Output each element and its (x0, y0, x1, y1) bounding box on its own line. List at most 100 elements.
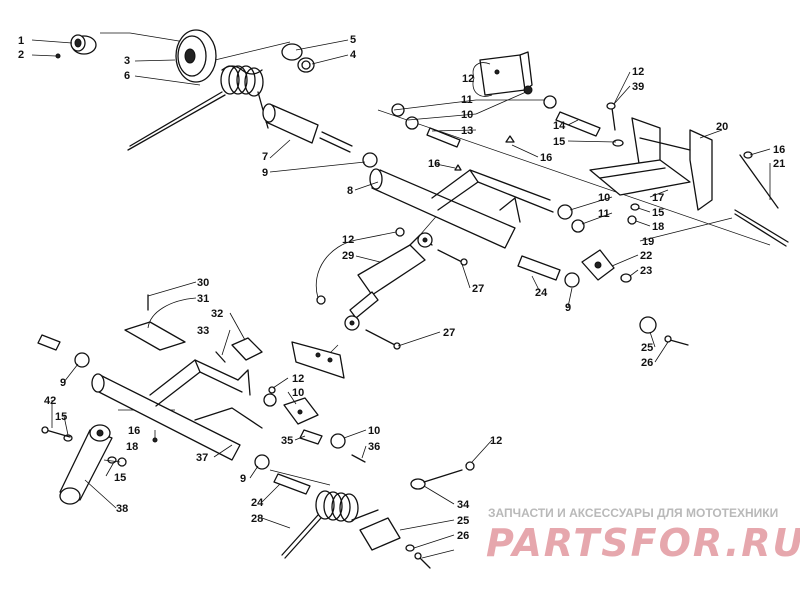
callout-9-right: 9 (565, 302, 571, 314)
callout-30: 30 (197, 277, 209, 289)
pin-24-lower-part (273, 473, 311, 495)
right-bushings-part (557, 204, 585, 233)
bumper-pad-32-part (231, 337, 263, 361)
callout-28: 28 (251, 513, 263, 525)
bushing-9-upper-part (362, 152, 378, 168)
sleeve-part (262, 103, 353, 153)
grease-fitting-16-lower-part (152, 437, 158, 443)
callout-16-upper-right: 16 (540, 152, 552, 164)
callout-37: 37 (196, 452, 208, 464)
callout-33: 33 (197, 325, 209, 337)
bolt-26-lower-part (414, 552, 431, 569)
callout-1: 1 (18, 35, 24, 47)
callout-18-upper: 18 (652, 221, 664, 233)
callout-9-upper: 9 (262, 167, 268, 179)
callout-27-lower: 27 (443, 327, 455, 339)
set-screw-part (55, 53, 61, 59)
shock-absorber-part (344, 232, 433, 331)
leader-lines (31, 39, 771, 559)
lower-shock-mount-part (291, 341, 345, 379)
callout-12-lower: 12 (490, 435, 502, 447)
callout-15-rear: 15 (652, 207, 664, 219)
callout-21: 21 (773, 158, 785, 170)
callout-12-lower-mount: 12 (292, 373, 304, 385)
callout-20: 20 (716, 121, 728, 133)
callout-14: 14 (553, 120, 566, 132)
callout-10-upper: 10 (461, 109, 473, 121)
callout-25-lower: 25 (457, 515, 469, 527)
callout-24-upper: 24 (535, 287, 548, 299)
callout-12-top-right: 12 (632, 66, 644, 78)
callout-27-upper: 27 (472, 283, 484, 295)
callout-8: 8 (347, 185, 353, 197)
bumper-pad-31-part (124, 321, 186, 351)
callout-35: 35 (281, 435, 293, 447)
callout-10-right: 10 (598, 192, 610, 204)
callout-3: 3 (124, 55, 130, 67)
callout-42: 42 (44, 395, 56, 407)
callout-16-rear: 16 (773, 144, 785, 156)
callout-13: 13 (461, 125, 473, 137)
callout-11-upper: 11 (461, 94, 473, 106)
callout-4: 4 (350, 49, 357, 61)
rivet-33-part (215, 351, 226, 363)
callout-36: 36 (368, 441, 380, 453)
callout-15-upper: 15 (553, 136, 565, 148)
callout-26-lower: 26 (457, 530, 469, 542)
spring-adjuster-34-part (410, 469, 463, 490)
long-bolt-19-part (734, 209, 789, 247)
lower-adjust-block-part (359, 517, 401, 551)
bolt-39-part (606, 102, 616, 131)
callout-19: 19 (642, 236, 654, 248)
callout-26-upper: 26 (641, 357, 653, 369)
torsion-spring-upper-part (127, 65, 269, 151)
callout-23: 23 (640, 265, 652, 277)
callout-6: 6 (124, 70, 130, 82)
pin-24-upper-part (517, 255, 561, 281)
callout-11-right: 11 (598, 208, 610, 220)
callout-15-lower-left: 15 (55, 411, 67, 423)
callout-32: 32 (211, 308, 223, 320)
lower-mount-bracket-part (263, 386, 319, 425)
front-arm-tube-part (369, 168, 554, 249)
pin-14-part (555, 111, 601, 137)
pin-lower-left-part (37, 334, 90, 368)
assembly-axis-lines (100, 32, 771, 486)
callout-31: 31 (197, 293, 209, 305)
callout-39: 39 (632, 81, 644, 93)
watermark-brand: PARTSFOR.RU (486, 521, 800, 565)
bushing-4-5-part (281, 43, 315, 73)
pin-13-part (426, 127, 461, 148)
callout-12-shock: 12 (342, 234, 354, 246)
callout-9-lower-left: 9 (60, 377, 66, 389)
pin-35-part (299, 429, 366, 463)
shock-bolts-part (365, 249, 468, 350)
callout-10-lower-mount: 10 (292, 387, 304, 399)
torsion-spring-lower-part (281, 490, 379, 559)
callout-17: 17 (652, 192, 664, 204)
callout-9-lower: 9 (240, 473, 246, 485)
mount-22-part (581, 249, 615, 281)
mount-plate-17-part (589, 159, 691, 196)
washer-23-part (620, 273, 632, 283)
callout-38: 38 (116, 503, 128, 515)
callout-25-upper: 25 (641, 342, 653, 354)
collar-part (70, 34, 97, 55)
callout-18-lower: 18 (126, 441, 138, 453)
callout-24-lower: 24 (251, 497, 264, 509)
washer-15-upper-part (612, 139, 624, 147)
bushing-9-lower-part (254, 454, 270, 470)
callout-15-lower: 15 (114, 472, 126, 484)
long-bolt-21-part (739, 151, 779, 209)
callout-10-lower: 10 (368, 425, 380, 437)
watermark: ЗАПЧАСТИ И АКСЕССУАРЫ ДЛЯ МОТОТЕХНИКИ PA… (486, 506, 800, 565)
callout-7: 7 (262, 151, 268, 163)
bolt-26-upper-part (664, 335, 689, 346)
callout-12-upper: 12 (462, 73, 474, 85)
link-arm-38-part (59, 424, 113, 505)
callout-16-upper-left: 16 (428, 158, 440, 170)
washer-25-upper-part (639, 316, 657, 334)
callout-5: 5 (350, 34, 356, 46)
callout-16-lower: 16 (128, 425, 140, 437)
